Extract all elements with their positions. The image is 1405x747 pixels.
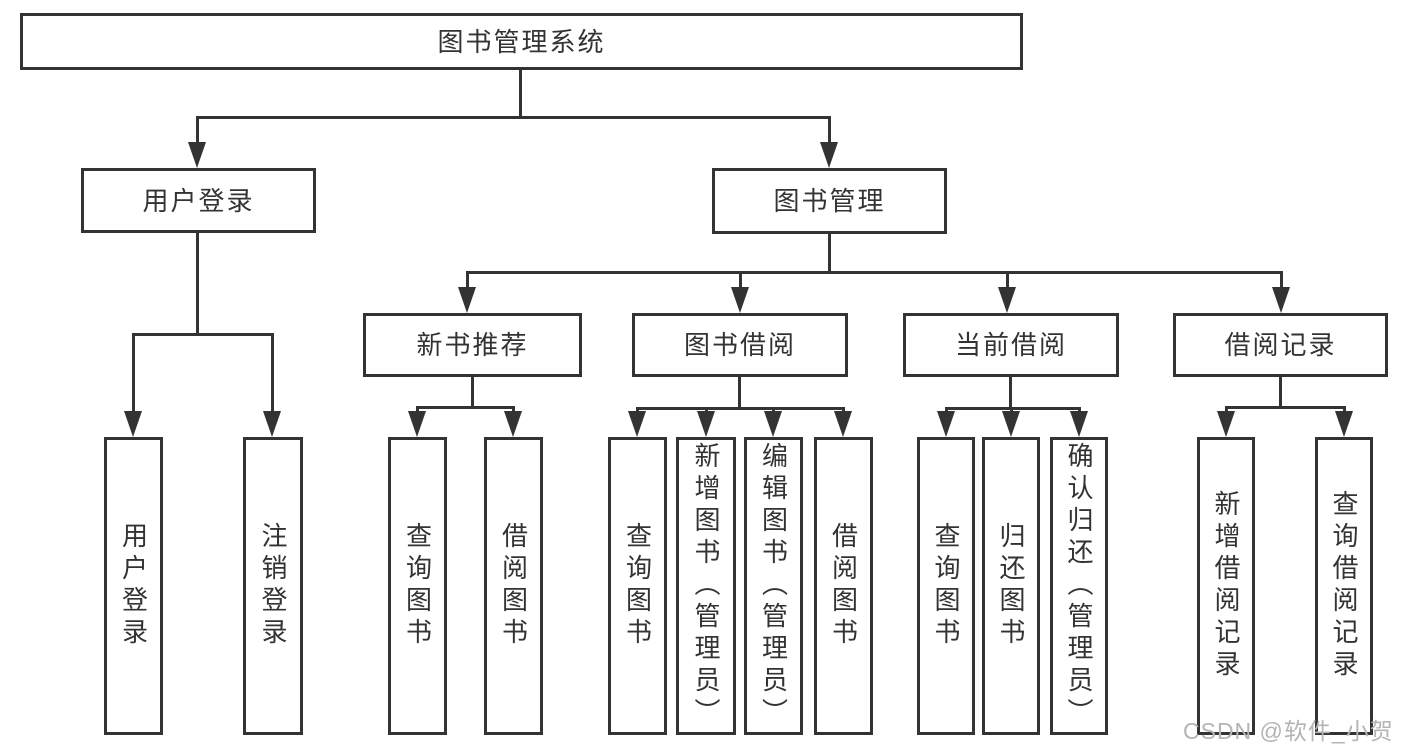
leaf-bookborrow-borrow: 借阅图书 [814,437,873,735]
connector-drop [132,333,135,415]
leaf-records-query: 查询借阅记录 [1315,437,1373,735]
leaf-records-add: 新增借阅记录 [1197,437,1255,735]
arrow-down-icon [697,411,715,437]
arrow-down-icon [764,411,782,437]
connector-root-stem [519,69,522,119]
leaf-bookborrow-add: 新增图书（管理员） [676,437,736,735]
node-book-mgmt: 图书管理 [712,168,947,234]
connector-drop [1225,406,1228,415]
connector-root-bar [196,116,831,119]
connector-userlogin-stem [196,231,199,335]
arrow-down-icon [834,411,852,437]
node-user-login: 用户登录 [81,168,316,233]
arrow-down-icon [1002,411,1020,437]
node-current-borrow: 当前借阅 [903,313,1119,377]
leaf-currentborrow-return: 归还图书 [982,437,1040,735]
connector-newbooks-stem [471,376,474,408]
connector-userlogin-bar [132,333,274,336]
connector-bookmgmt-bar [466,271,1283,274]
arrow-down-icon [628,411,646,437]
connector-bookborrow-stem [738,376,741,409]
connector-drop [416,406,419,415]
arrow-down-icon [124,411,142,437]
connector-drop [1280,271,1283,291]
node-book-borrow: 图书借阅 [632,313,848,377]
node-borrow-records: 借阅记录 [1173,313,1388,377]
leaf-newbooks-query: 查询图书 [388,437,447,735]
connector-borrowrecords-bar [1225,406,1346,409]
arrow-down-icon [263,411,281,437]
arrow-down-icon [408,411,426,437]
connector-currentborrow-bar [945,407,1081,410]
leaf-logout: 注销登录 [243,437,303,735]
arrow-down-icon [937,411,955,437]
node-new-books: 新书推荐 [363,313,582,377]
arrow-down-icon [820,142,838,168]
leaf-currentborrow-query: 查询图书 [917,437,975,735]
arrow-down-icon [1335,411,1353,437]
node-root: 图书管理系统 [20,13,1023,70]
connector-newbooks-bar [416,406,515,409]
connector-bookmgmt-stem [828,233,831,273]
arrow-down-icon [458,287,476,313]
leaf-user-login: 用户登录 [104,437,163,735]
arrow-down-icon [504,411,522,437]
arrow-down-icon [1070,411,1088,437]
connector-drop [828,117,831,147]
arrow-down-icon [731,287,749,313]
connector-borrowrecords-stem [1279,376,1282,408]
arrow-down-icon [188,142,206,168]
leaf-currentborrow-confirm: 确认归还（管理员） [1050,437,1108,735]
connector-drop [739,271,742,291]
connector-drop [1343,406,1346,415]
arrow-down-icon [1272,287,1290,313]
connector-drop [512,406,515,415]
connector-drop [271,333,274,415]
connector-bookborrow-bar [636,407,845,410]
leaf-newbooks-borrow: 借阅图书 [484,437,543,735]
connector-currentborrow-stem [1009,376,1012,409]
connector-drop [466,271,469,291]
connector-drop [196,117,199,147]
arrow-down-icon [998,287,1016,313]
connector-drop [1006,271,1009,291]
arrow-down-icon [1217,411,1235,437]
csdn-watermark: CSDN @软件_小贺同学 [1183,718,1394,744]
leaf-bookborrow-edit: 编辑图书（管理员） [744,437,803,735]
leaf-bookborrow-query: 查询图书 [608,437,667,735]
